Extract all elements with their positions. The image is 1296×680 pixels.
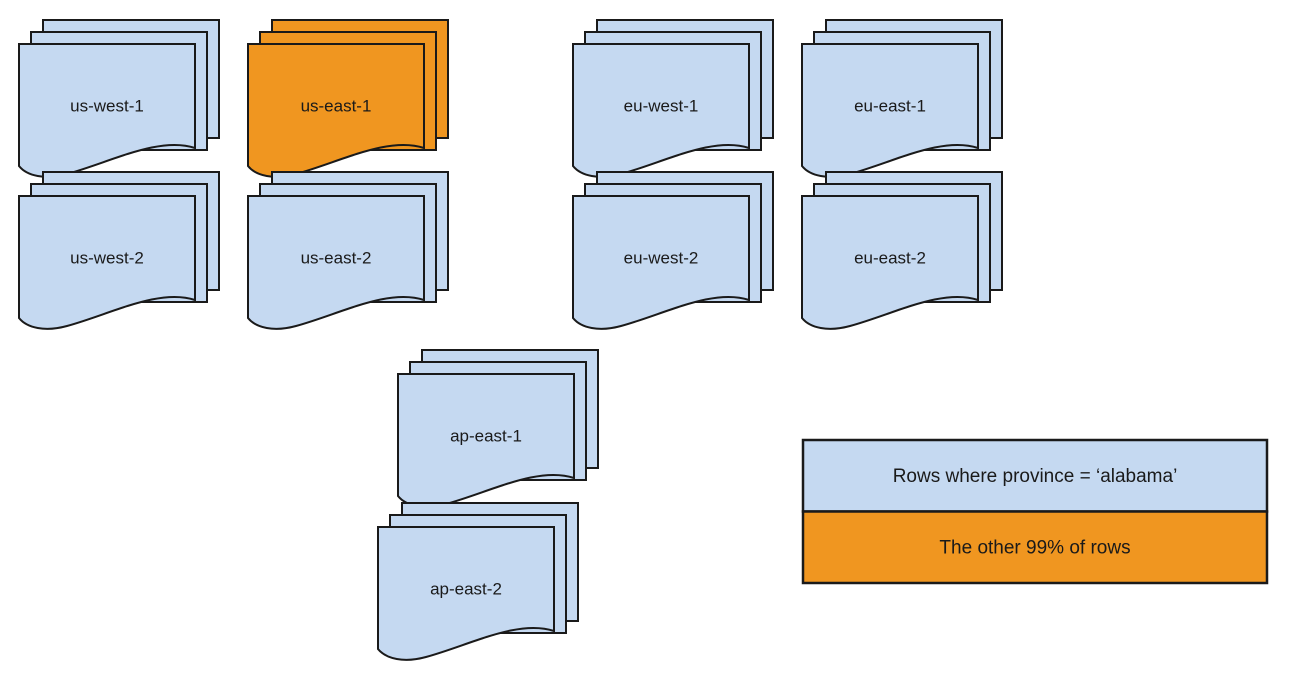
stack-label: eu-west-1 xyxy=(624,96,699,115)
stack-label: us-west-2 xyxy=(70,248,144,267)
document-stack-us-west-1[interactable]: us-west-1 xyxy=(18,19,220,178)
stack-label: us-east-1 xyxy=(301,96,372,115)
document-stack-ap-east-2[interactable]: ap-east-2 xyxy=(377,502,579,661)
stack-label: eu-west-2 xyxy=(624,248,699,267)
stack-label: ap-east-1 xyxy=(450,426,522,445)
legend-swatch xyxy=(801,510,1269,585)
document-stack-eu-west-2[interactable]: eu-west-2 xyxy=(572,171,774,330)
legend-row-legend-blue: Rows where province = ‘alabama’ xyxy=(801,438,1269,513)
document-stack-eu-east-2[interactable]: eu-east-2 xyxy=(801,171,1003,330)
stack-label: ap-east-2 xyxy=(430,579,502,598)
stacks-layer: us-west-1 us-east-1 eu-west-1 eu-east-1 us-w… xyxy=(18,19,1003,661)
stack-label: us-east-2 xyxy=(301,248,372,267)
document-stack-us-east-2[interactable]: us-east-2 xyxy=(247,171,449,330)
legend-label: The other 99% of rows xyxy=(939,537,1130,558)
document-stack-us-west-2[interactable]: us-west-2 xyxy=(18,171,220,330)
document-stack-us-east-1[interactable]: us-east-1 xyxy=(247,19,449,178)
legend: Rows where province = ‘alabama’ The other… xyxy=(801,438,1269,585)
document-stack-eu-west-1[interactable]: eu-west-1 xyxy=(572,19,774,178)
stack-label: eu-east-2 xyxy=(854,248,926,267)
stack-label: eu-east-1 xyxy=(854,96,926,115)
legend-layer: Rows where province = ‘alabama’ The other… xyxy=(801,438,1269,585)
legend-swatch xyxy=(801,438,1269,513)
legend-label: Rows where province = ‘alabama’ xyxy=(893,466,1178,487)
stack-label: us-west-1 xyxy=(70,96,144,115)
document-stack-ap-east-1[interactable]: ap-east-1 xyxy=(397,349,599,508)
document-stack-eu-east-1[interactable]: eu-east-1 xyxy=(801,19,1003,178)
legend-row-legend-orange: The other 99% of rows xyxy=(801,510,1269,585)
